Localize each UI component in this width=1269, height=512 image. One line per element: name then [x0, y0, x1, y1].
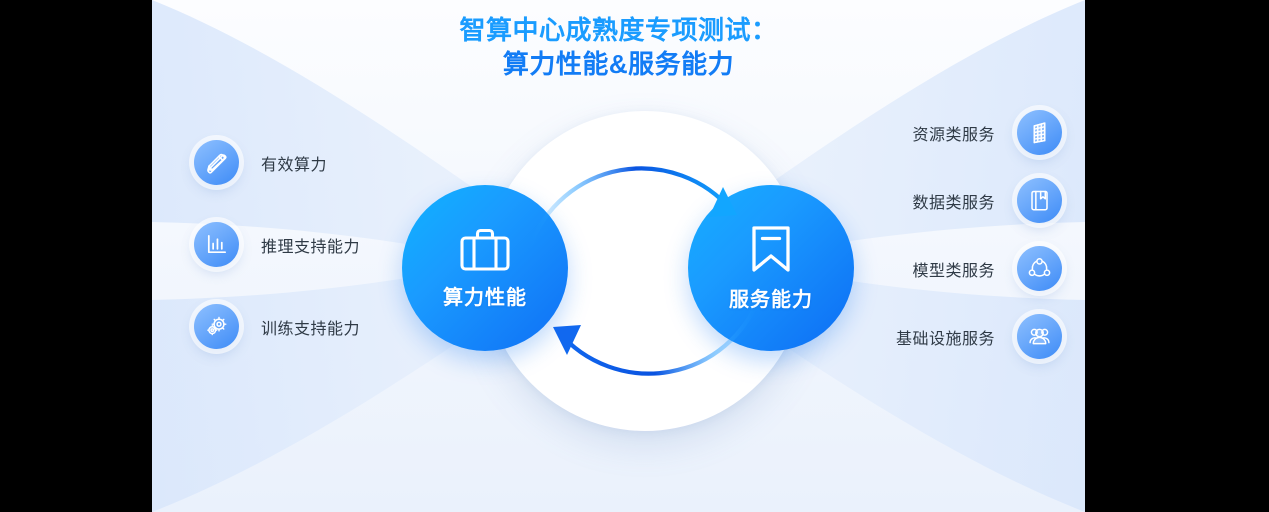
- list-item[interactable]: 推理支持能力: [194, 222, 444, 267]
- list-item[interactable]: 训练支持能力: [194, 304, 444, 349]
- people-icon: [1017, 314, 1062, 359]
- page-title: 智算中心成熟度专项测试： 算力性能&服务能力: [152, 14, 1085, 82]
- arrow-top-clockwise: [527, 166, 737, 250]
- share-nodes-icon: [1017, 246, 1062, 291]
- list-item-label: 训练支持能力: [261, 320, 361, 338]
- center-diagram: 算力性能 服务能力: [152, 0, 1085, 512]
- building-icon: [1017, 110, 1062, 155]
- title-line-2: 算力性能&服务能力: [502, 48, 735, 79]
- bookmark-icon: [748, 224, 794, 274]
- list-item-label: 资源类服务: [912, 126, 995, 144]
- cycle-arrows: [527, 166, 763, 376]
- left-capability-list: 有效算力 推理支持能力: [194, 140, 444, 386]
- circle-compute-performance[interactable]: 算力性能: [402, 185, 568, 351]
- list-item[interactable]: 基础设施服务: [842, 314, 1062, 359]
- right-service-list: 资源类服务 数据类服务: [842, 110, 1062, 382]
- book-icon: [1017, 178, 1062, 223]
- circle-left-label: 算力性能: [443, 287, 527, 309]
- list-item-label: 推理支持能力: [261, 238, 361, 256]
- ruler-pencil-icon: [194, 140, 239, 185]
- arrow-bottom-counterclockwise: [553, 292, 763, 376]
- list-item[interactable]: 有效算力: [194, 140, 444, 185]
- briefcase-icon: [459, 226, 511, 272]
- list-item-label: 模型类服务: [912, 262, 995, 280]
- title-line-1: 智算中心成熟度专项测试：: [459, 15, 778, 45]
- list-item-label: 数据类服务: [912, 194, 995, 212]
- list-item-label: 基础设施服务: [895, 330, 995, 348]
- list-item[interactable]: 模型类服务: [842, 246, 1062, 291]
- list-item[interactable]: 资源类服务: [842, 110, 1062, 155]
- bar-chart-icon: [194, 222, 239, 267]
- circle-right-label: 服务能力: [729, 289, 813, 311]
- content-panel: 智算中心成熟度专项测试： 算力性能&服务能力 算力性能: [152, 0, 1085, 512]
- gears-icon: [194, 304, 239, 349]
- list-item-label: 有效算力: [261, 156, 328, 174]
- list-item[interactable]: 数据类服务: [842, 178, 1062, 223]
